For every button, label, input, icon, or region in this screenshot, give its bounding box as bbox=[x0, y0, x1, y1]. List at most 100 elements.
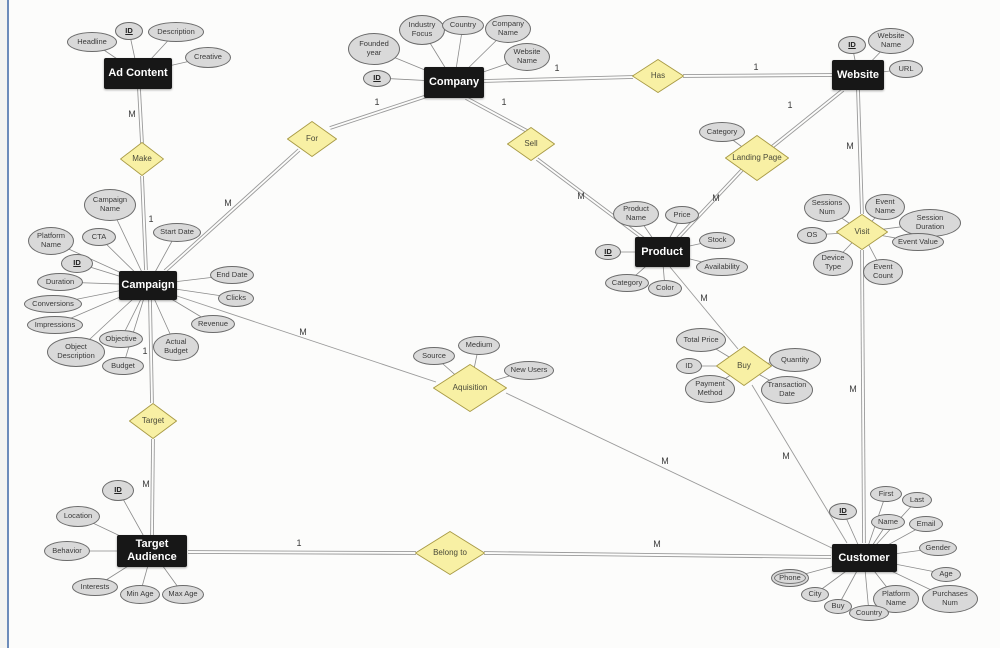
slide-margin-strip bbox=[0, 0, 7, 648]
attribute-label: Interests bbox=[80, 581, 110, 591]
edge-belong-to-customer bbox=[484, 551, 832, 557]
relationship-make: Make bbox=[120, 142, 164, 176]
entity-campaign: Campaign bbox=[119, 270, 177, 300]
attribute-customer-age: Age bbox=[931, 566, 961, 582]
attribute-target_audience-location: Location bbox=[56, 505, 100, 527]
edge-target-target-audience bbox=[152, 439, 155, 536]
cardinality-label-campaign-for: M bbox=[224, 198, 232, 208]
attribute-label: Availability bbox=[704, 261, 740, 271]
attribute-website-url: URL bbox=[889, 60, 923, 78]
attribute-campaign-start-date: Start Date bbox=[153, 222, 201, 242]
attribute-label: Platform Name bbox=[37, 231, 65, 249]
relationship-label: Has bbox=[650, 70, 666, 80]
attribute-customer-email: Email bbox=[909, 516, 943, 532]
attribute-label: Founded year bbox=[359, 39, 389, 57]
attribute-label: Medium bbox=[465, 339, 493, 349]
attribute-ad_content-headline: Headline bbox=[67, 32, 117, 52]
diamond-shape bbox=[415, 531, 485, 575]
attribute-label: Clicks bbox=[226, 292, 246, 302]
edge-product-buy bbox=[669, 266, 739, 350]
entity-label: Target Audience bbox=[127, 538, 177, 563]
attribute-label: Total Price bbox=[683, 334, 719, 344]
attribute-landing_page-category: Category bbox=[699, 122, 745, 142]
attribute-label: ID bbox=[73, 257, 81, 267]
attribute-company-country: Country bbox=[442, 15, 484, 35]
attribute-customer-city: City bbox=[801, 586, 829, 602]
attribute-label: Duration bbox=[45, 276, 75, 286]
attribute-label: Industry Focus bbox=[408, 20, 436, 38]
attribute-label: ID bbox=[604, 246, 612, 256]
attribute-customer-purchases-num: Purchases Num bbox=[922, 585, 978, 613]
attribute-product-stock: Stock bbox=[699, 231, 735, 249]
attribute-label: ID bbox=[373, 72, 381, 82]
attribute-label: Country bbox=[855, 607, 883, 617]
relationship-aquisition: Aquisition bbox=[433, 364, 507, 412]
cardinality-label-landing-page-product: M bbox=[712, 193, 720, 203]
edge-website-landing-page bbox=[770, 88, 843, 147]
attribute-label: Object Description bbox=[57, 342, 95, 360]
attribute-target_audience-behavior: Behavior bbox=[44, 541, 90, 561]
attribute-label: Session Duration bbox=[915, 213, 945, 231]
attribute-visit-device-type: Device Type bbox=[813, 250, 853, 276]
cardinality-label-website-visit: M bbox=[846, 141, 854, 151]
attribute-label: Company Name bbox=[491, 19, 525, 37]
edge-website-visit bbox=[856, 90, 862, 215]
attribute-label: Stock bbox=[707, 234, 727, 244]
edge-landing-page-product bbox=[677, 170, 744, 241]
relationship-visit: Visit bbox=[836, 214, 888, 250]
diamond-shape bbox=[836, 214, 888, 250]
attribute-label: Phone bbox=[779, 572, 801, 582]
attribute-campaign-platform-name: Platform Name bbox=[28, 227, 74, 255]
attribute-campaign-duration: Duration bbox=[37, 273, 83, 291]
attribute-customer-buy: Buy bbox=[824, 598, 852, 614]
entity-label: Campaign bbox=[121, 278, 175, 291]
relationship-buy: Buy bbox=[716, 346, 772, 386]
attribute-label: Website Name bbox=[513, 47, 541, 65]
attribute-customer-phone: Phone bbox=[771, 569, 809, 587]
cardinality-label-website-landing-page: 1 bbox=[787, 100, 792, 110]
cardinality-label-target-target-audience: M bbox=[142, 479, 150, 489]
relationship-label: For bbox=[306, 133, 318, 143]
diamond-shape bbox=[632, 59, 684, 93]
cardinality-label-campaign-target: 1 bbox=[142, 346, 147, 356]
edge-visit-customer bbox=[862, 249, 866, 543]
attribute-campaign-conversions: Conversions bbox=[24, 295, 82, 313]
diamond-shape bbox=[507, 127, 555, 161]
attribute-label: Country bbox=[449, 19, 477, 29]
cardinality-label-product-buy: M bbox=[700, 293, 708, 303]
attribute-label: Category bbox=[706, 126, 738, 136]
attribute-label: Purchases Num bbox=[932, 589, 968, 607]
attribute-label: Category bbox=[611, 277, 643, 287]
attribute-campaign-campaign-name: Campaign Name bbox=[84, 189, 136, 221]
attribute-product-product-name: Product Name bbox=[613, 201, 659, 227]
attribute-campaign-actual-budget: Actual Budget bbox=[153, 333, 199, 361]
cardinality-label-has-website: 1 bbox=[753, 62, 758, 72]
cardinality-label-campaign-aquisition: M bbox=[299, 327, 307, 337]
entity-product: Product bbox=[634, 237, 690, 267]
attribute-label: Age bbox=[939, 568, 953, 578]
relationship-label: Belong to bbox=[433, 547, 467, 557]
attribute-target_audience-interests: Interests bbox=[72, 578, 118, 596]
edge-target-audience-belong-to bbox=[188, 550, 417, 553]
edge-campaign-for bbox=[163, 148, 299, 271]
edge-campaign-target bbox=[148, 300, 152, 404]
edge-campaign-for bbox=[165, 150, 301, 273]
attribute-label: Event Count bbox=[872, 262, 893, 280]
attribute-label: Min Age bbox=[126, 588, 154, 598]
attribute-product-color: Color bbox=[648, 279, 682, 297]
edge-make-campaign bbox=[142, 175, 148, 270]
attribute-label: New Users bbox=[510, 364, 548, 374]
edge-belong-to-customer bbox=[483, 553, 831, 559]
attribute-label: Impressions bbox=[34, 319, 76, 329]
attribute-ad_content-id: ID bbox=[115, 22, 143, 40]
attribute-label: CTA bbox=[91, 231, 107, 241]
edge-aquisition-customer bbox=[505, 392, 835, 550]
attribute-label: Behavior bbox=[52, 545, 82, 555]
attribute-label: Conversions bbox=[32, 298, 74, 308]
edge-website-visit bbox=[858, 89, 864, 214]
attribute-website-website-name: Website Name bbox=[868, 28, 914, 54]
relationship-label: Visit bbox=[854, 226, 870, 236]
cardinality-label-visit-customer: M bbox=[849, 384, 857, 394]
relationship-for: For bbox=[287, 121, 337, 157]
attribute-target_audience-max-age: Max Age bbox=[162, 584, 204, 604]
